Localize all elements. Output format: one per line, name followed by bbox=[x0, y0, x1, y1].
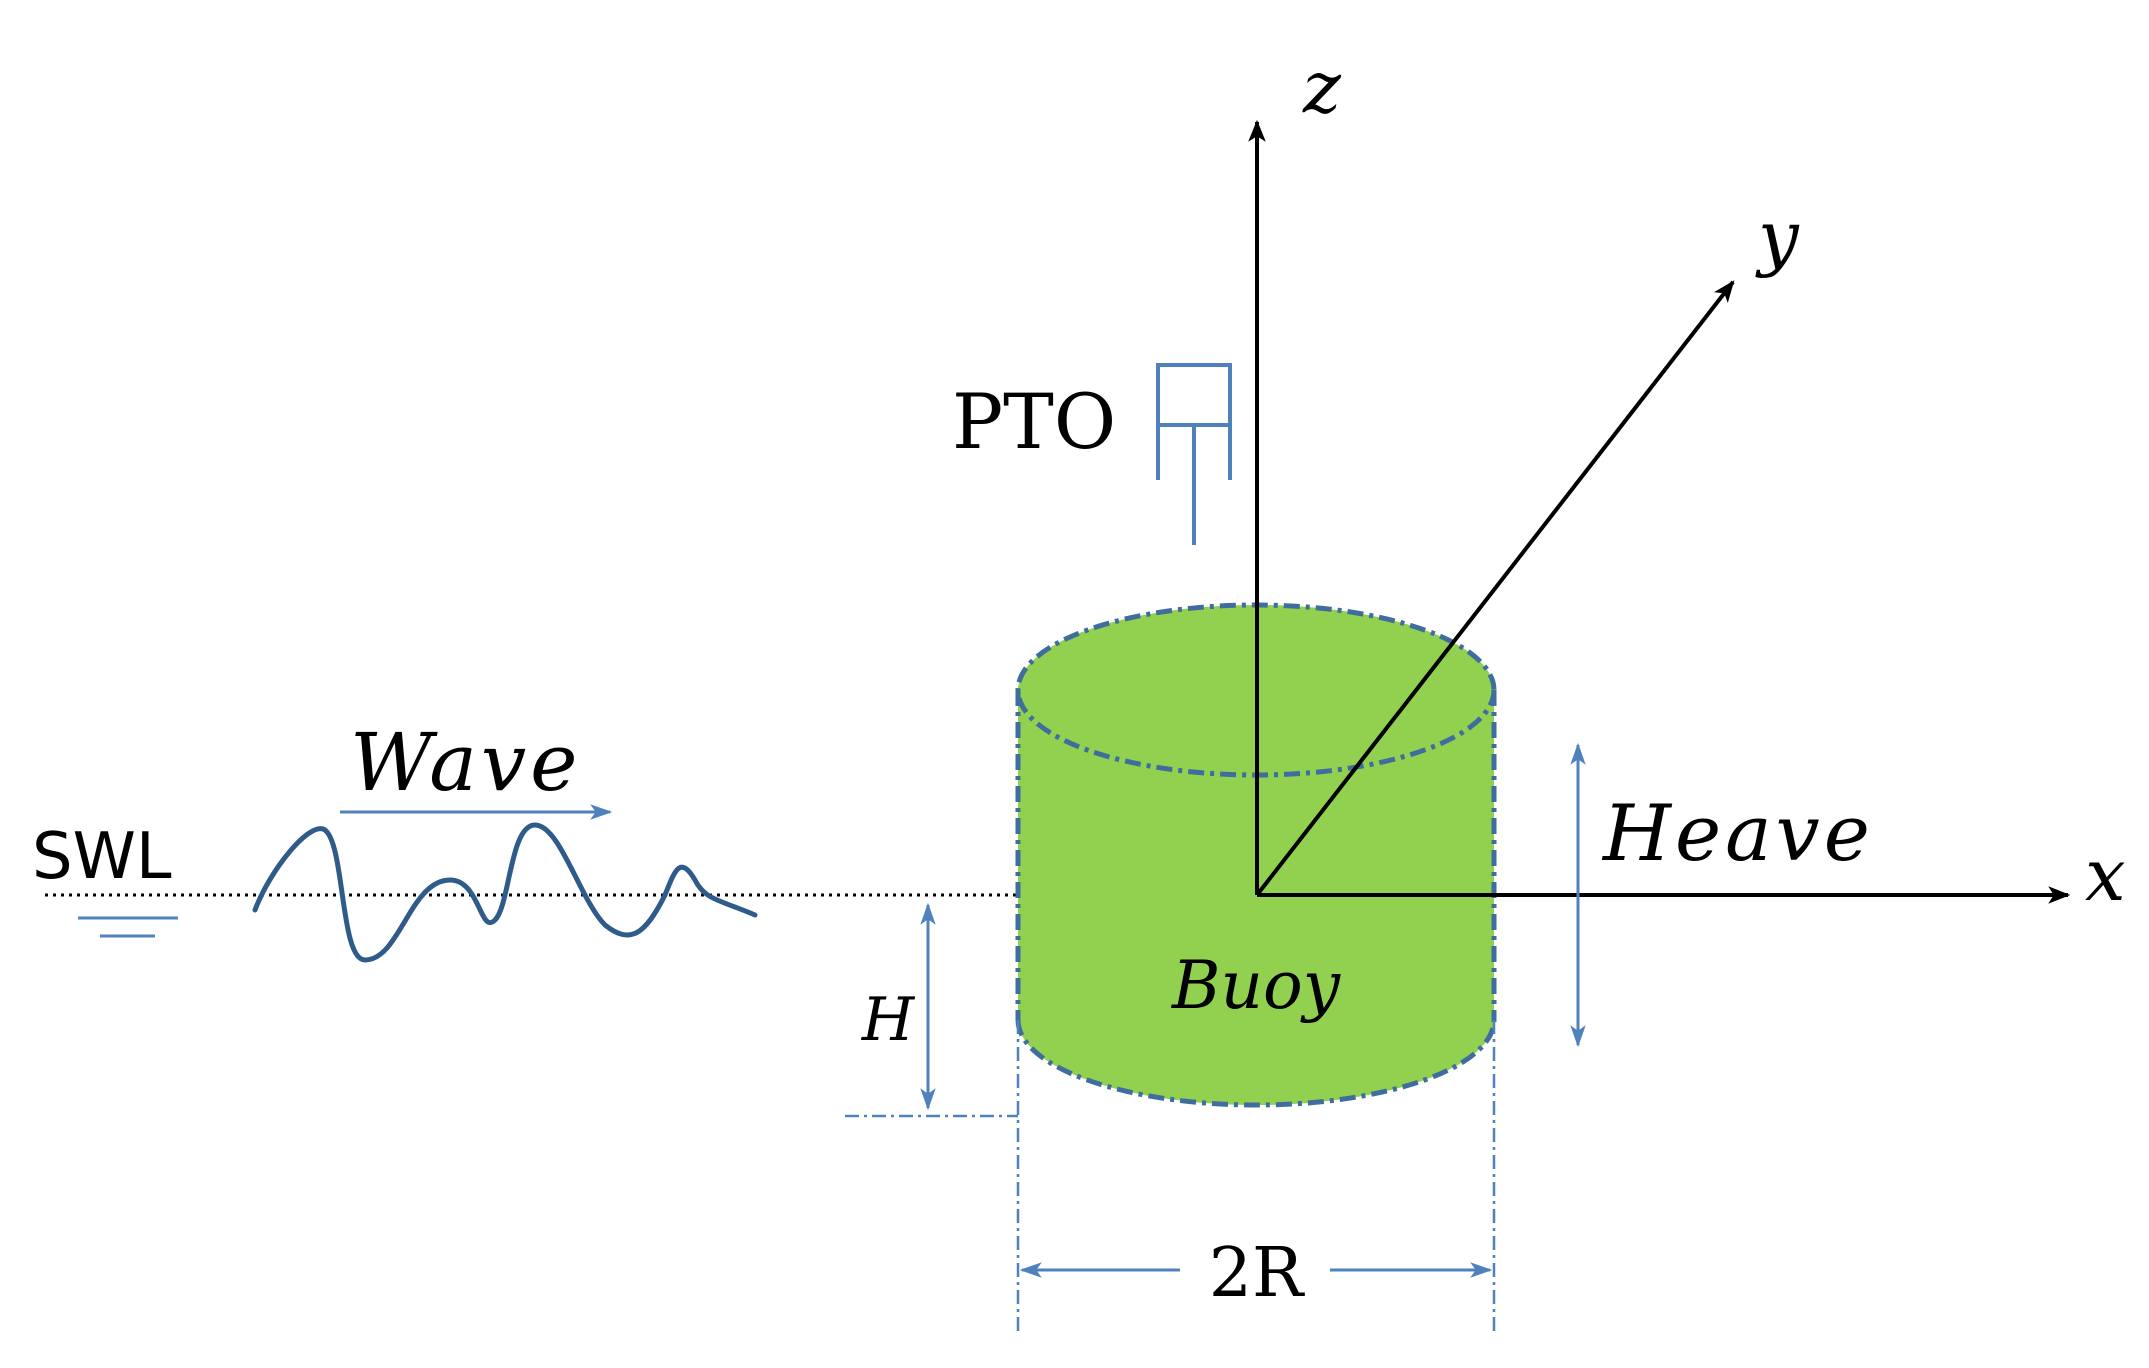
pto-label: PTO bbox=[952, 377, 1116, 466]
z-axis-label: z bbox=[1302, 45, 1342, 129]
pto-damper-icon bbox=[1156, 363, 1232, 545]
buoy-label: Buoy bbox=[1171, 947, 1341, 1024]
heave-label: Heave bbox=[1601, 789, 1874, 879]
x-axis-label: x bbox=[2085, 833, 2126, 917]
wave-curve bbox=[252, 822, 758, 963]
draft-label: H bbox=[861, 985, 916, 1055]
swl-symbol-icon bbox=[78, 916, 178, 938]
y-axis-label: y bbox=[1755, 195, 1800, 279]
diameter-label: 2R bbox=[1209, 1234, 1305, 1313]
y-axis bbox=[1255, 280, 1735, 897]
wave-label: Wave bbox=[350, 716, 582, 809]
swl-label: SWL bbox=[32, 820, 172, 894]
